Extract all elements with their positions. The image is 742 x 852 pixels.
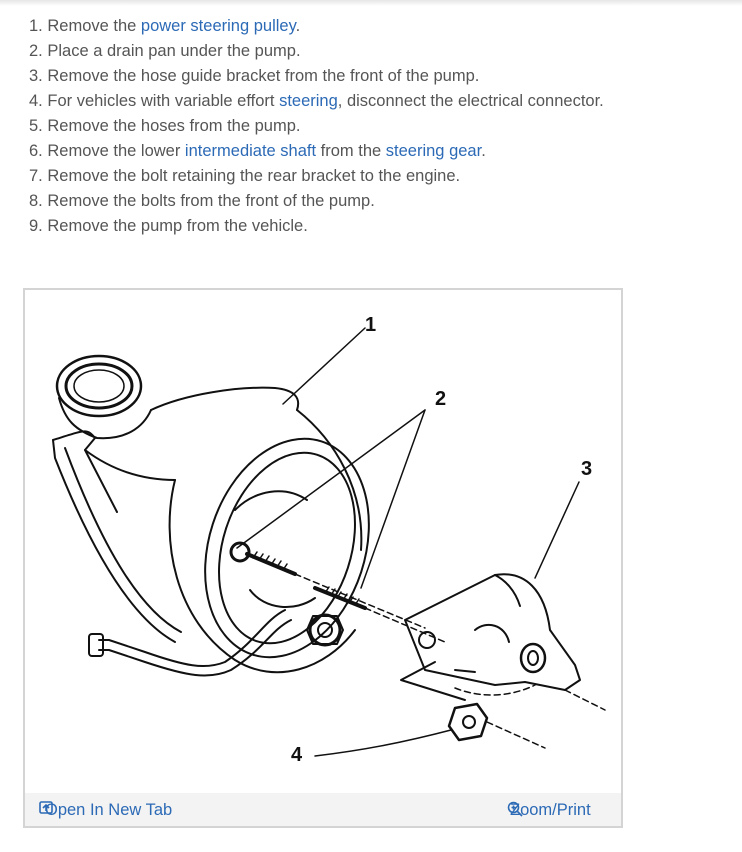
step-text: Remove the pump from the vehicle. [47,217,308,235]
zoom-print-link[interactable]: Zoom/Print [507,801,591,820]
step-number: 3. [29,67,43,85]
open-new-tab-label: Open In New Tab [45,801,173,819]
step-text: from the [316,142,386,160]
step-text: Remove the lower [47,142,185,160]
step-number: 9. [29,217,43,235]
top-shadow-bar [0,0,742,6]
pump-removal-figure: 1 2 3 4 Open In New Tab Zoom/Print [23,288,623,828]
link-power-steering-pulley[interactable]: power steering pulley [140,17,296,35]
step-4: 4. For vehicles with variable effort ste… [29,89,604,114]
link-intermediate-shaft[interactable]: intermediate shaft [184,142,317,160]
pump-line-drawing [52,327,606,757]
step-number: 5. [29,117,43,135]
step-text: Place a drain pan under the pump. [47,42,301,60]
step-7: 7. Remove the bolt retaining the rear br… [29,164,604,189]
step-2: 2. Place a drain pan under the pump. [29,39,604,64]
step-number: 1. [29,17,43,35]
step-1: 1. Remove the power steering pulley. [29,14,604,39]
step-8: 8. Remove the bolts from the front of th… [29,189,604,214]
callout-3: 3 [581,458,593,480]
procedure-steps-list: 1. Remove the power steering pulley. 2. … [29,14,604,239]
step-text: . [481,142,486,160]
callout-1: 1 [365,314,377,336]
callout-2: 2 [435,388,447,410]
step-text: Remove the hoses from the pump. [47,117,301,135]
link-steering[interactable]: steering [279,92,338,110]
open-new-tab-link[interactable]: Open In New Tab [39,801,172,820]
callout-4: 4 [291,744,303,766]
step-text: Remove the [47,17,141,35]
step-text: Remove the bolts from the front of the p… [47,192,375,210]
step-text: For vehicles with variable effort [47,92,280,110]
step-5: 5. Remove the hoses from the pump. [29,114,604,139]
step-text: , disconnect the electrical connector. [337,92,604,110]
step-text: . [295,17,301,35]
step-number: 4. [29,92,43,110]
step-number: 7. [29,167,43,185]
link-steering-gear[interactable]: steering gear [385,142,482,160]
step-text: Remove the hose guide bracket from the f… [47,67,480,85]
step-number: 6. [29,142,43,160]
zoom-print-label: Zoom/Print [510,801,591,819]
step-3: 3. Remove the hose guide bracket from th… [29,64,604,89]
figure-footer: Open In New Tab Zoom/Print [25,793,621,826]
step-number: 2. [29,42,43,60]
step-text: Remove the bolt retaining the rear brack… [47,167,461,185]
step-9: 9. Remove the pump from the vehicle. [29,214,604,239]
step-6: 6. Remove the lower intermediate shaft f… [29,139,604,164]
step-number: 8. [29,192,43,210]
